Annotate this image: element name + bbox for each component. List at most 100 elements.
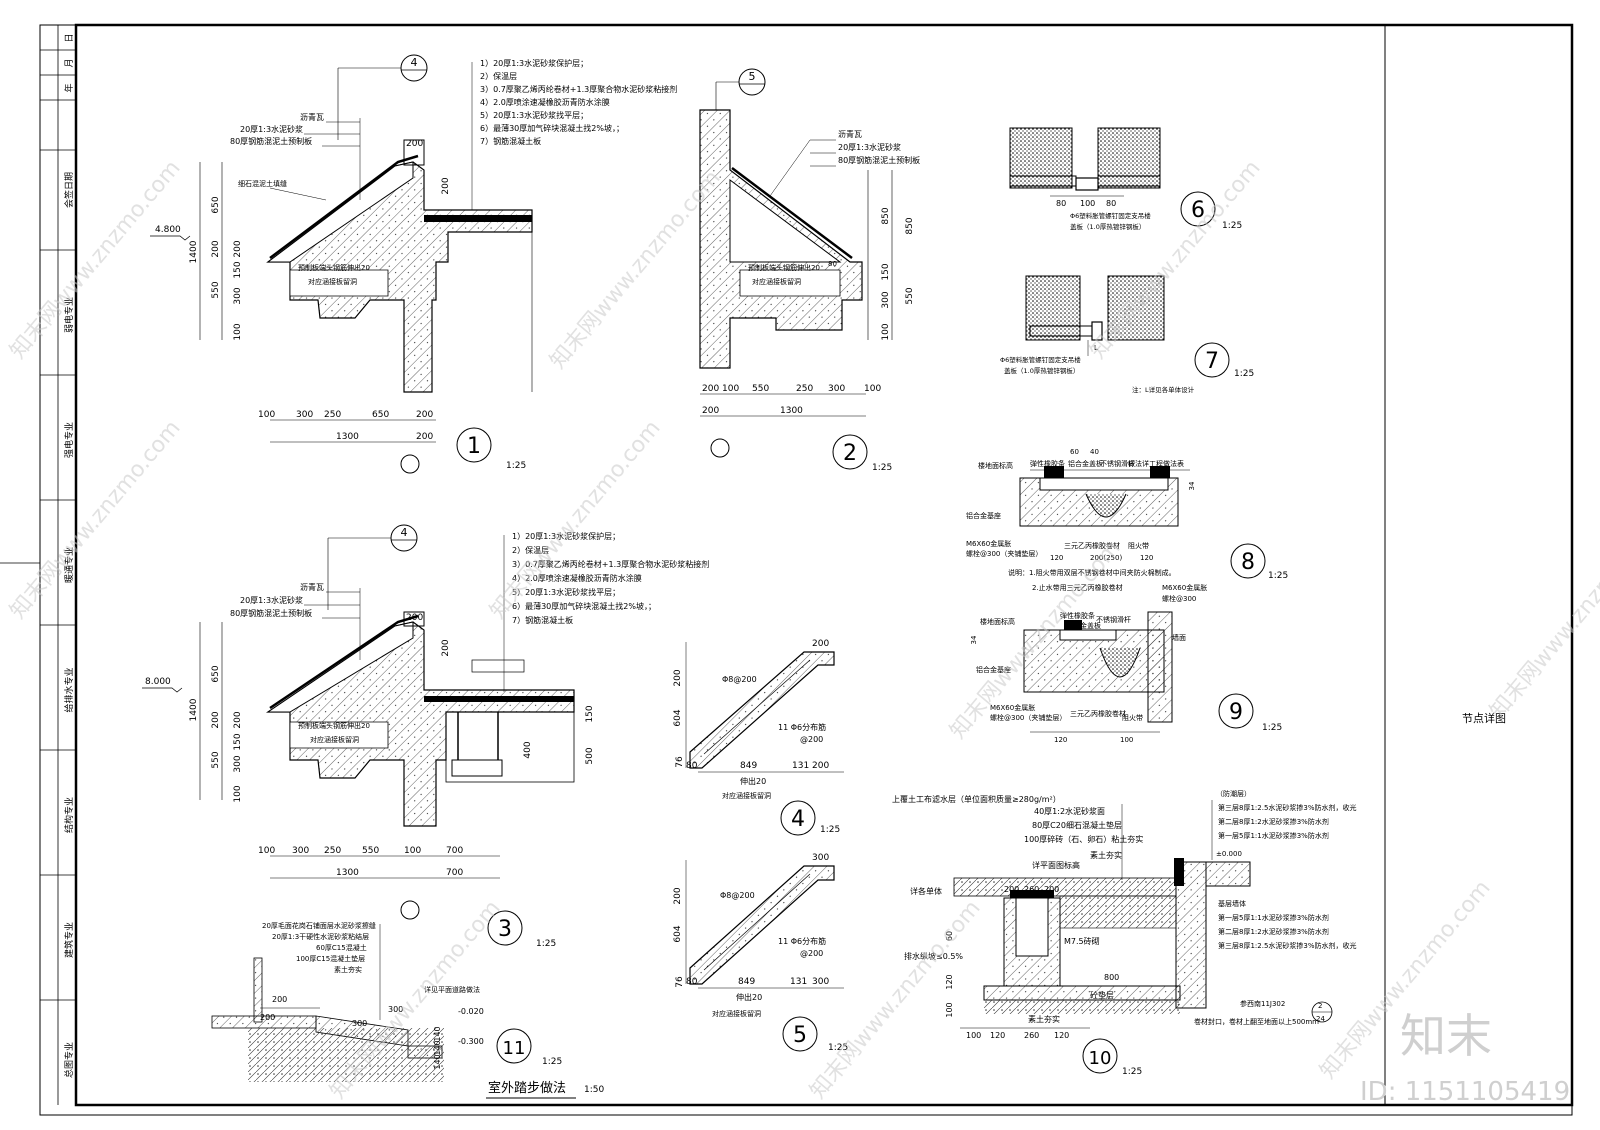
svg-text:5: 5 [793, 1023, 807, 1048]
svg-text:200: 200 [702, 384, 719, 394]
svg-text:100: 100 [966, 1031, 981, 1040]
svg-text:2）保温层: 2）保温层 [512, 545, 549, 555]
svg-text:200: 200 [233, 240, 243, 257]
svg-text:第二层8厚1:2水泥砂浆掺3%防水剂: 第二层8厚1:2水泥砂浆掺3%防水剂 [1218, 927, 1329, 936]
svg-text:三元乙丙橡胶卷材: 三元乙丙橡胶卷材 [1064, 541, 1120, 550]
svg-text:650: 650 [372, 410, 389, 420]
sidebar-item-hvac: 暖通专业 [63, 547, 75, 583]
svg-text:250: 250 [324, 410, 341, 420]
svg-text:排水纵坡≤0.5%: 排水纵坡≤0.5% [904, 951, 963, 961]
svg-text:知末网www.znzmo.com: 知末网www.znzmo.com [5, 156, 185, 364]
svg-text:伸出20: 伸出20 [740, 776, 766, 786]
svg-text:100: 100 [945, 1002, 954, 1017]
sidebar-item-countersign: 会签日期 [63, 172, 75, 208]
detail-8: 60 40 楼地面标高 弹性橡胶条 铝合金盖板 不锈钢滑杆 做法详工程做法表 铝… [966, 448, 1288, 592]
svg-text:Φ8@200: Φ8@200 [720, 891, 755, 900]
svg-text:200: 200 [812, 639, 829, 649]
svg-text:盖板（1.0厚热镀锌钢板）: 盖板（1.0厚热镀锌钢板） [1004, 366, 1079, 375]
svg-text:200: 200 [441, 639, 451, 656]
svg-text:34: 34 [970, 635, 978, 644]
svg-text:34: 34 [1188, 481, 1196, 490]
sidebar-item-plumbing: 给排水专业 [63, 667, 75, 712]
svg-text:螺栓@300（夹铺垫层）: 螺栓@300（夹铺垫层） [990, 713, 1066, 722]
svg-text:素土夯实: 素土夯实 [334, 965, 362, 974]
svg-text:砼垫层: 砼垫层 [1090, 990, 1114, 1000]
svg-text:100: 100 [881, 323, 891, 340]
svg-text:墙面: 墙面 [1172, 633, 1186, 642]
svg-text:1400: 1400 [189, 240, 199, 263]
svg-text:1400: 1400 [189, 698, 199, 721]
note-mortar: 20厚1:3水泥砂浆 [240, 124, 303, 134]
sidebar-item-weak-electric: 弱电专业 [63, 297, 75, 333]
svg-text:131: 131 [792, 761, 809, 771]
svg-text:3）0.7厚聚乙烯丙纶卷材+1.3厚聚合物水泥砂浆粘接剂: 3）0.7厚聚乙烯丙纶卷材+1.3厚聚合物水泥砂浆粘接剂 [512, 559, 709, 569]
svg-text:120: 120 [1050, 554, 1063, 562]
svg-text:80厚钢筋混泥土预制板: 80厚钢筋混泥土预制板 [230, 608, 312, 618]
svg-text:知末网www.znzmo.com: 知末网www.znzmo.com [5, 416, 185, 624]
svg-text:140: 140 [433, 1054, 442, 1069]
svg-text:4: 4 [791, 807, 805, 832]
svg-text:2.止水带用三元乙丙橡胶卷材: 2.止水带用三元乙丙橡胶卷材 [1032, 583, 1123, 592]
svg-text:76: 76 [675, 756, 685, 768]
svg-text:第一层5厚1:1水泥砂浆掺3%防水剂: 第一层5厚1:1水泥砂浆掺3%防水剂 [1218, 831, 1329, 840]
svg-text:131: 131 [790, 977, 807, 987]
svg-text:200: 200 [702, 406, 719, 416]
svg-text:M6X60金属胀: M6X60金属胀 [966, 539, 1011, 548]
svg-text:4）2.0厚喷涂速凝橡胶沥青防水涂膜: 4）2.0厚喷涂速凝橡胶沥青防水涂膜 [512, 573, 642, 583]
sidebar-item-site-plan: 总图专业 [63, 1042, 75, 1078]
svg-text:4: 4 [401, 526, 408, 539]
layer-2: 2）保温层 [480, 71, 517, 81]
svg-text:849: 849 [738, 977, 755, 987]
svg-text:650: 650 [211, 665, 221, 682]
svg-text:604: 604 [673, 925, 683, 942]
svg-text:11: 11 [503, 1038, 526, 1059]
svg-text:预制板端头钢筋伸出20: 预制板端头钢筋伸出20 [298, 721, 370, 730]
svg-text:200: 200 [260, 1013, 275, 1022]
svg-text:100厚碎砖（石、卵石）粘土夯实: 100厚碎砖（石、卵石）粘土夯实 [1024, 834, 1143, 844]
svg-text:550: 550 [752, 384, 769, 394]
svg-text:7: 7 [1205, 349, 1219, 374]
svg-text:1:25: 1:25 [872, 463, 892, 473]
svg-text:200: 200 [406, 139, 423, 149]
svg-text:对应涵接板留洞: 对应涵接板留洞 [712, 1009, 761, 1018]
note-precast-bar: 预制板端头钢筋伸出20 [298, 263, 370, 272]
svg-text:铝合金盖板: 铝合金盖板 [1068, 459, 1103, 468]
svg-text:300: 300 [812, 853, 829, 863]
svg-text:150: 150 [233, 733, 243, 750]
svg-text:1:25: 1:25 [828, 1043, 848, 1053]
svg-text:200: 200 [211, 240, 221, 257]
svg-text:80: 80 [1106, 199, 1116, 208]
svg-text:20厚毛面花岗石铺面层水泥砂浆擦缝: 20厚毛面花岗石铺面层水泥砂浆擦缝 [262, 921, 376, 930]
svg-text:5）20厚1:3水泥砂浆找平层；: 5）20厚1:3水泥砂浆找平层； [512, 587, 620, 597]
detail-7: L Φ6塑料胀管螺钉固定支吊楼 盖板（1.0厚热镀锌钢板） 注：L详见各单体设计… [1000, 275, 1254, 394]
svg-text:详见平面道路做法: 详见平面道路做法 [424, 985, 480, 994]
svg-text:Φ6塑料胀管螺钉固定支吊楼: Φ6塑料胀管螺钉固定支吊楼 [1070, 211, 1151, 220]
detail-11-title: 室外踏步做法 [488, 1080, 566, 1096]
svg-text:±0.000: ±0.000 [1216, 850, 1242, 858]
svg-text:10: 10 [1089, 1048, 1112, 1069]
svg-text:第三层8厚1:2.5水泥砂浆掺3%防水剂，收光: 第三层8厚1:2.5水泥砂浆掺3%防水剂，收光 [1218, 803, 1357, 812]
svg-text:盖板（1.0厚热镀锌钢板）: 盖板（1.0厚热镀锌钢板） [1070, 222, 1145, 231]
note-fine-concrete: 细石混泥土填缝 [238, 179, 287, 188]
svg-text:300: 300 [828, 384, 845, 394]
svg-text:M6X60金属胀: M6X60金属胀 [990, 703, 1035, 712]
svg-text:-0.020: -0.020 [458, 1007, 484, 1016]
note-asphalt-tile: 沥青瓦 [300, 112, 324, 122]
svg-text:对应涵接板留洞: 对应涵接板留洞 [722, 791, 771, 800]
svg-text:楼地面标高: 楼地面标高 [980, 617, 1015, 626]
svg-text:100: 100 [722, 384, 739, 394]
svg-text:弹性橡胶条: 弹性橡胶条 [1060, 611, 1095, 620]
svg-text:850: 850 [905, 217, 915, 234]
svg-text:200: 200 [441, 177, 451, 194]
svg-text:11 Φ6分布筋: 11 Φ6分布筋 [778, 722, 826, 732]
svg-text:对应涵接板留洞: 对应涵接板留洞 [752, 277, 801, 286]
svg-text:1300: 1300 [780, 406, 803, 416]
svg-text:（防潮层）: （防潮层） [1216, 789, 1251, 798]
svg-text:76: 76 [675, 976, 685, 988]
layer-7: 7）钢筋混凝土板 [480, 136, 541, 146]
svg-text:120: 120 [945, 974, 954, 989]
svg-text:注：L详见各单体设计: 注：L详见各单体设计 [1132, 385, 1195, 394]
svg-text:80: 80 [1056, 199, 1066, 208]
svg-text:60厚C15混凝土: 60厚C15混凝土 [316, 943, 367, 952]
svg-text:40: 40 [1090, 448, 1099, 456]
